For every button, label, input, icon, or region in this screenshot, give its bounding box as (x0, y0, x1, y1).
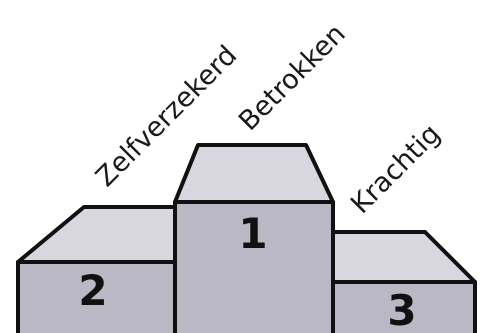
podium-front-second (16, 260, 177, 333)
podium-block-first (173, 143, 335, 333)
label-third-place: Krachtig (345, 118, 447, 220)
podium-block-second (16, 205, 177, 333)
podium-top-first (173, 143, 335, 204)
label-first-place: Betrokken (233, 18, 352, 137)
podium-front-third (331, 280, 477, 333)
rank-number-first: 1 (238, 209, 267, 258)
rank-number-second: 2 (78, 266, 107, 315)
podium-top-second (16, 205, 177, 264)
rank-number-third: 3 (387, 286, 416, 333)
podium-top-third (331, 230, 477, 284)
podium-front-first (173, 200, 335, 333)
podium-block-third (331, 230, 477, 333)
